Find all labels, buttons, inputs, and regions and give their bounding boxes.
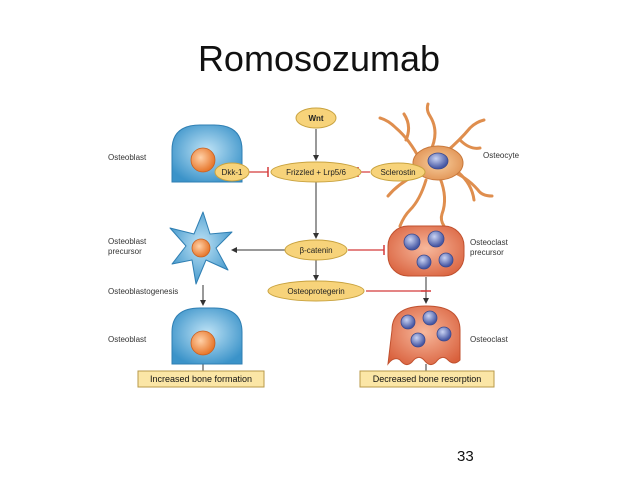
osteoclast-precursor-cell bbox=[387, 225, 465, 277]
label-osteoblast-precursor-1: Osteoblast bbox=[108, 237, 147, 246]
connectors bbox=[200, 129, 431, 371]
label-osteoclast: Osteoclast bbox=[470, 335, 509, 344]
osteoblast-bottom-cell bbox=[171, 307, 243, 365]
wnt-node: Wnt bbox=[295, 107, 337, 129]
page-number: 33 bbox=[457, 448, 474, 465]
outcome-bone-resorption: Decreased bone resorption bbox=[359, 370, 495, 388]
osteocyte-nucleus bbox=[427, 152, 449, 170]
beta-catenin-node: β-catenin bbox=[284, 239, 348, 261]
dkk1-label: Dkk-1 bbox=[222, 168, 243, 177]
label-osteoblast-top: Osteoblast bbox=[108, 153, 147, 162]
sclerostin-node: Sclerostin bbox=[370, 162, 426, 182]
beta-catenin-label: β-catenin bbox=[299, 246, 332, 255]
sclerostin-label: Sclerostin bbox=[380, 168, 415, 177]
outcome-bone-formation: Increased bone formation bbox=[137, 370, 265, 388]
label-osteocyte: Osteocyte bbox=[483, 151, 520, 160]
wnt-label: Wnt bbox=[308, 114, 323, 123]
osteoblast-top-nucleus bbox=[190, 147, 216, 173]
osteocyte-cell bbox=[378, 102, 494, 228]
label-osteoclast-precursor-1: Osteoclast bbox=[470, 238, 509, 247]
frizzled-node: Frizzled + Lrp5/6 bbox=[270, 161, 362, 183]
dkk1-node: Dkk-1 bbox=[214, 162, 250, 182]
osteoprotegerin-label: Osteoprotegerin bbox=[287, 287, 344, 296]
outcome-left-text: Increased bone formation bbox=[150, 374, 252, 384]
outcome-right-text: Decreased bone resorption bbox=[373, 374, 482, 384]
precursor-nucleus bbox=[191, 238, 211, 258]
label-osteoblast-bottom: Osteoblast bbox=[108, 335, 147, 344]
osteoclast-cell bbox=[387, 305, 461, 366]
label-osteoclast-precursor-2: precursor bbox=[470, 248, 504, 257]
frizzled-label: Frizzled + Lrp5/6 bbox=[286, 168, 346, 177]
label-osteoblast-precursor-2: precursor bbox=[108, 247, 142, 256]
slide-title: Romosozumab bbox=[197, 38, 441, 79]
label-osteoblastogenesis: Osteoblastogenesis bbox=[108, 287, 178, 296]
osteoprotegerin-node: Osteoprotegerin bbox=[267, 280, 365, 302]
osteoblast-precursor-cell bbox=[169, 211, 233, 285]
osteoblast-bottom-nucleus bbox=[190, 330, 216, 356]
